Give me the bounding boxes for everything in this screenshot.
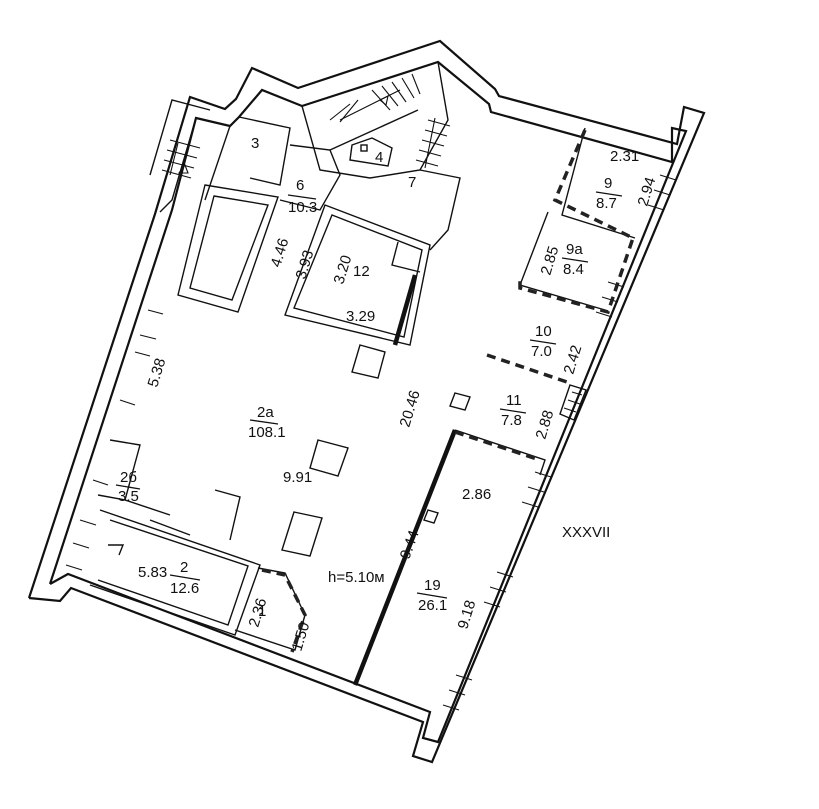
dim-2-86: 2.86 <box>462 486 491 503</box>
sheet-label: XXXVII <box>562 524 610 541</box>
room-labels: 2a 108.1 2б 3.5 2 12.6 1 3 4 6 10.3 7 12… <box>118 135 617 620</box>
dim-2-88: 2.88 <box>533 408 558 441</box>
room-9-number: 9 <box>604 175 612 192</box>
window-right-4 <box>483 571 514 608</box>
window-left-2 <box>65 479 109 571</box>
stair-left <box>161 139 201 179</box>
room-2-area: 12.6 <box>170 580 199 597</box>
room-12-number: 12 <box>353 263 370 280</box>
dashed-partitions <box>261 129 636 653</box>
dim-9-18: 9.18 <box>455 598 480 631</box>
dim-2-31: 2.31 <box>610 148 639 165</box>
dim-9-44: 9.44 <box>397 528 423 561</box>
dim-3-20: 3.20 <box>331 253 356 286</box>
fraction-lines <box>115 191 623 599</box>
room-9a-area: 8.4 <box>563 261 584 278</box>
door-room-2 <box>108 544 125 556</box>
room-19-number: 19 <box>424 577 441 594</box>
dim-2-36: 2.36 <box>246 596 271 629</box>
room-7-number: 7 <box>408 174 416 191</box>
room-10-number: 10 <box>535 323 552 340</box>
room-2a-number: 2a <box>257 404 274 421</box>
stair-right <box>415 117 451 169</box>
fixture-box <box>360 144 368 152</box>
dim-4-46: 4.46 <box>268 236 293 269</box>
room-3-number: 3 <box>251 135 259 152</box>
dim-3-29: 3.29 <box>346 308 375 325</box>
room-11-area: 7.8 <box>501 412 522 429</box>
room-10-area: 7.0 <box>531 343 552 360</box>
dim-1-50: 1.50 <box>289 620 314 653</box>
room-2-number: 2 <box>180 559 188 576</box>
window-right-5 <box>442 674 473 711</box>
dim-2-85: 2.85 <box>538 244 563 277</box>
room-6-number: 6 <box>296 177 304 194</box>
dim-20-46: 20.46 <box>397 388 424 429</box>
ceiling-height-label: h=5.10м <box>328 569 385 586</box>
stairs <box>108 73 451 556</box>
hatched-column <box>559 384 587 421</box>
fixture-room-4 <box>349 137 393 167</box>
room-2a-area: 108.1 <box>248 424 286 441</box>
room-9a-number: 9a <box>566 241 583 258</box>
room-11-number: 11 <box>506 392 522 409</box>
room-19-area: 26.1 <box>418 597 447 614</box>
room-4-number: 4 <box>375 149 383 166</box>
room-2b-area: 3.5 <box>118 488 139 505</box>
room-9-area: 8.7 <box>596 195 617 212</box>
room-1-number: 1 <box>258 603 266 620</box>
room-2b-number: 2б <box>120 469 137 486</box>
window-left-1 <box>119 309 164 406</box>
stair-top <box>329 73 421 123</box>
room-6-area: 10.3 <box>288 199 317 216</box>
dim-2-42: 2.42 <box>561 343 586 376</box>
exterior-walls <box>27 39 706 764</box>
interior-walls <box>89 61 636 686</box>
window-right-3 <box>521 471 552 508</box>
dim-9-91: 9.91 <box>283 469 312 486</box>
dim-5-38: 5.38 <box>145 356 170 389</box>
dim-5-83: 5.83 <box>138 564 167 581</box>
dim-3-93: 3.93 <box>293 248 318 281</box>
window-right-1 <box>647 174 677 211</box>
